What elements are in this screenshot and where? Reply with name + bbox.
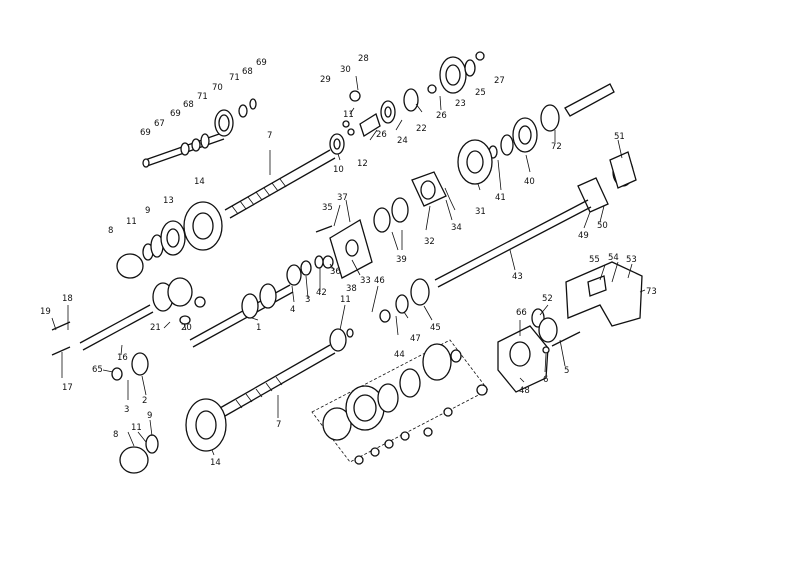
- callout-32: 32: [424, 237, 435, 247]
- callout-10: 10: [333, 165, 344, 175]
- callout-19: 19: [40, 307, 51, 317]
- upper-small-shaft-assembly: [142, 98, 257, 168]
- callout-50: 50: [597, 221, 608, 231]
- callout-22: 22: [416, 124, 427, 134]
- callout-7: 7: [276, 420, 281, 430]
- callout-35: 35: [322, 203, 333, 213]
- callout-69: 69: [170, 109, 181, 119]
- callout-labels: 69 67 69 68 71 70 71 68 69 7 10 29 30 28…: [40, 54, 657, 468]
- idler-shaft-16: [51, 304, 154, 381]
- callout-38: 38: [346, 284, 357, 294]
- callout-68: 68: [242, 67, 253, 77]
- bracket-53: [565, 261, 643, 327]
- callout-3: 3: [124, 405, 129, 415]
- callout-48: 48: [519, 386, 530, 396]
- callout-26: 26: [376, 130, 387, 140]
- callout-36: 36: [330, 267, 341, 277]
- callout-27: 27: [494, 76, 505, 86]
- callout-71: 71: [229, 73, 240, 83]
- callout-6: 6: [543, 375, 548, 385]
- callout-51: 51: [614, 132, 625, 142]
- callout-11: 11: [126, 217, 137, 227]
- callout-68: 68: [183, 100, 194, 110]
- upper-mainshaft-7: [224, 133, 345, 219]
- callout-72: 72: [551, 142, 562, 152]
- callout-25: 25: [475, 88, 486, 98]
- callout-34: 34: [451, 223, 462, 233]
- callout-67: 67: [154, 119, 165, 129]
- clutch-sub-assembly: [311, 339, 489, 465]
- callout-43: 43: [512, 272, 523, 282]
- countershaft-1: [152, 255, 324, 348]
- callout-9: 9: [147, 411, 152, 421]
- callout-40: 40: [524, 177, 535, 187]
- callout-46: 46: [374, 276, 385, 286]
- callout-42: 42: [316, 288, 327, 298]
- callout-11: 11: [343, 110, 354, 120]
- callout-69: 69: [140, 128, 151, 138]
- callout-31: 31: [475, 207, 486, 217]
- lower-left-gears: [119, 398, 227, 474]
- callout-45: 45: [430, 323, 441, 333]
- callout-66: 66: [516, 308, 527, 318]
- callout-37: 37: [337, 193, 348, 203]
- callout-41: 41: [495, 193, 506, 203]
- lower-mainshaft-7: [219, 328, 354, 417]
- housing-and-coupling: [411, 151, 637, 213]
- callout-4: 4: [290, 305, 295, 315]
- callout-14: 14: [194, 177, 205, 187]
- callout-33: 33: [360, 276, 371, 286]
- callout-30: 30: [340, 65, 351, 75]
- callout-53: 53: [626, 255, 637, 265]
- callout-55: 55: [589, 255, 600, 265]
- callout-24: 24: [397, 136, 408, 146]
- callout-23: 23: [455, 99, 466, 109]
- callout-70: 70: [212, 83, 223, 93]
- callout-18: 18: [62, 294, 73, 304]
- callout-26: 26: [436, 111, 447, 121]
- left-gear-stack: [116, 201, 223, 279]
- callout-7: 7: [267, 131, 272, 141]
- callout-21: 21: [150, 323, 161, 333]
- callout-65: 65: [92, 365, 103, 375]
- callout-29: 29: [320, 75, 331, 85]
- callout-69: 69: [256, 58, 267, 68]
- callout-47: 47: [410, 334, 421, 344]
- callout-5: 5: [564, 366, 569, 376]
- callout-71: 71: [197, 92, 208, 102]
- output-shaft-43: [434, 199, 592, 288]
- callout-11: 11: [131, 423, 142, 433]
- callout-8: 8: [108, 226, 113, 236]
- callout-8: 8: [113, 430, 118, 440]
- top-gear-cluster: [342, 51, 485, 137]
- callout-14: 14: [210, 458, 221, 468]
- callout-39: 39: [396, 255, 407, 265]
- callout-16: 16: [117, 353, 128, 363]
- callout-73: 73: [646, 287, 657, 297]
- callout-2: 2: [142, 396, 147, 406]
- bearings-44-47: [379, 278, 430, 323]
- callout-11: 11: [340, 295, 351, 305]
- callout-17: 17: [62, 383, 73, 393]
- callout-1: 1: [256, 323, 261, 333]
- callout-12: 12: [357, 159, 368, 169]
- callout-52: 52: [542, 294, 553, 304]
- upper-right-gears: [444, 83, 615, 211]
- callout-54: 54: [608, 253, 619, 263]
- motor-housing-48: [497, 308, 581, 393]
- callout-9: 9: [145, 206, 150, 216]
- callout-49: 49: [578, 231, 589, 241]
- callout-44: 44: [394, 350, 405, 360]
- callout-3: 3: [305, 295, 310, 305]
- callout-20: 20: [181, 323, 192, 333]
- callout-13: 13: [163, 196, 174, 206]
- callout-28: 28: [358, 54, 369, 64]
- leader-lines: [51, 75, 646, 456]
